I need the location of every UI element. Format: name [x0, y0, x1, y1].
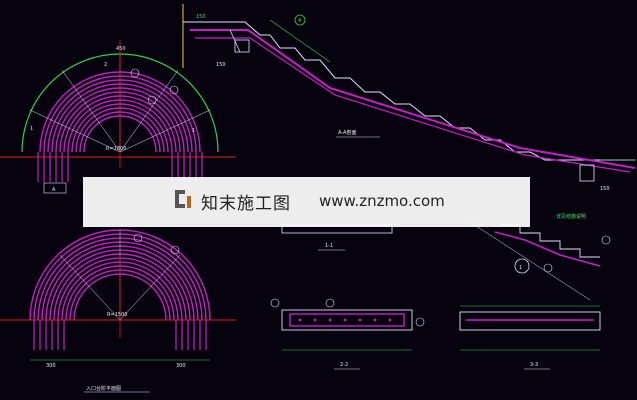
- small-stair-dim: [469, 221, 591, 301]
- side-steps: [37, 152, 203, 182]
- radius-label: R=1800: [106, 146, 126, 152]
- section-2-rebar: [289, 313, 405, 327]
- section-callout-bubble: [294, 14, 306, 26]
- section-left-dim: 150: [216, 62, 226, 68]
- section-callout-number: 4: [298, 18, 301, 24]
- section-3-3: 3-3: [459, 305, 601, 370]
- detail-1-title: 1-1: [325, 243, 333, 249]
- callout-bubble-5: [147, 95, 157, 105]
- section-right-dim: 150: [600, 186, 610, 192]
- upper-arch-plan: 450 R=1800 1 2 1 A: [0, 40, 236, 194]
- section-3-title: 3-3: [530, 362, 538, 368]
- lower-callout-bubble-2: [170, 245, 180, 255]
- section-2-outline: [281, 309, 413, 331]
- callout-1: 1: [30, 126, 33, 132]
- lower-arch-plan: R=1500 300 300 入口台阶平面图: [0, 229, 236, 393]
- top-dimension: 450: [116, 46, 126, 52]
- detail-bubble-a: [601, 235, 611, 245]
- znzmo-logo-icon: [175, 190, 191, 208]
- leader-line: [269, 19, 331, 63]
- beam-block-right: [579, 164, 595, 182]
- lower-plan-title: 入口台阶平面图: [86, 385, 121, 392]
- section-a-label: A: [52, 187, 56, 193]
- stair-slab: [190, 29, 636, 169]
- section-2-2: 2-2: [270, 298, 425, 370]
- watermark-banner: 知末施工图 www.znzmo.com: [83, 177, 530, 227]
- detail-ref-label: 详见结施说明: [556, 213, 586, 220]
- stair-section: 4 A-A剖面 150 150 150: [182, 4, 636, 192]
- section-2-bubble-right: [415, 317, 425, 327]
- lower-callout-bubble-1: [133, 233, 143, 243]
- detail-callout-number: 1: [519, 265, 522, 271]
- detail-callout-bubble: [514, 258, 530, 274]
- lower-side-steps: [33, 320, 207, 350]
- section-mark-a: [43, 182, 67, 194]
- detail-small-stair: 1 详见结施说明: [469, 213, 611, 301]
- watermark-brand: 知末施工图: [201, 194, 291, 214]
- detail-bubble-b: [543, 263, 553, 273]
- section-2-bubble-left: [270, 298, 280, 308]
- callout-1b: 1: [192, 128, 195, 134]
- lower-dim-left: 300: [46, 363, 56, 369]
- small-stair-slab: [494, 231, 601, 267]
- lower-dim-right: 300: [176, 363, 186, 369]
- beam-block: [234, 39, 250, 53]
- stair-section-title: A-A剖面: [338, 129, 356, 136]
- section-2-rebar-dots: [298, 318, 392, 322]
- lower-radius-label: R=1500: [107, 312, 127, 318]
- section-3-outline: [459, 311, 601, 331]
- callout-bubble-3: [130, 68, 140, 78]
- section-top-dim: 150: [196, 14, 206, 20]
- stair-slab-bottom: [195, 37, 631, 173]
- callout-2: 2: [104, 62, 107, 68]
- section-2-bubble-mid: [325, 298, 335, 308]
- small-stair-profile: [500, 224, 600, 258]
- callout-bubble-4: [169, 85, 179, 95]
- section-2-title: 2-2: [340, 362, 348, 368]
- watermark-url: www.znzmo.com: [319, 192, 445, 210]
